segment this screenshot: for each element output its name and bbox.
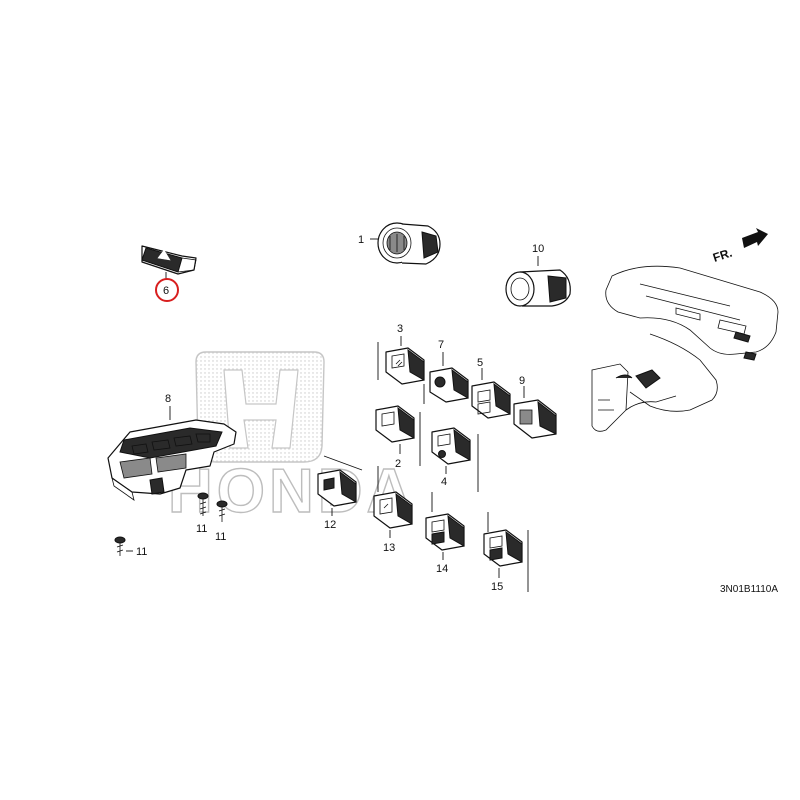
part-2-switch [375, 405, 421, 466]
callout-8: 8 [165, 393, 171, 405]
callout-15: 15 [491, 581, 503, 593]
vehicle-interior-sketch [591, 265, 779, 432]
highlight-circle [155, 278, 179, 302]
part-5-switch [471, 368, 511, 419]
part-1-dial-switch [370, 222, 441, 265]
callout-13: 13 [383, 542, 395, 554]
part-14-switch [425, 492, 465, 560]
callout-11-a: 11 [196, 523, 207, 535]
diagram-code: 3N01B1110A [720, 584, 778, 595]
screw-11-a [197, 492, 209, 516]
part-12-switch [317, 455, 363, 516]
part-15-switch [483, 512, 529, 592]
callout-2: 2 [395, 458, 401, 470]
screw-11-c [114, 536, 133, 556]
front-direction-label: FR. [711, 246, 734, 265]
screw-11-b [216, 500, 228, 522]
part-8-switch-panel [107, 406, 237, 501]
part-4-switch [431, 427, 479, 492]
callout-12: 12 [324, 519, 336, 531]
part-10-push-button [505, 256, 571, 307]
callout-14: 14 [436, 563, 448, 575]
callout-3: 3 [397, 323, 403, 335]
callout-11-b: 11 [215, 531, 226, 543]
callout-10: 10 [532, 243, 544, 255]
part-6-hazard-switch [141, 245, 197, 279]
watermark-text: HONDA [168, 457, 415, 526]
front-direction-arrow [742, 228, 768, 248]
callout-5: 5 [477, 357, 483, 369]
callout-7: 7 [438, 339, 444, 351]
callout-6: 6 [163, 285, 169, 297]
callout-4: 4 [441, 476, 447, 488]
part-7-switch [423, 352, 469, 404]
callout-9: 9 [519, 375, 525, 387]
part-9-switch [513, 386, 557, 439]
part-3-switch [377, 336, 425, 385]
part-13-switch [373, 466, 413, 538]
callout-11-c: 11 [136, 546, 147, 558]
callout-1: 1 [358, 234, 364, 246]
